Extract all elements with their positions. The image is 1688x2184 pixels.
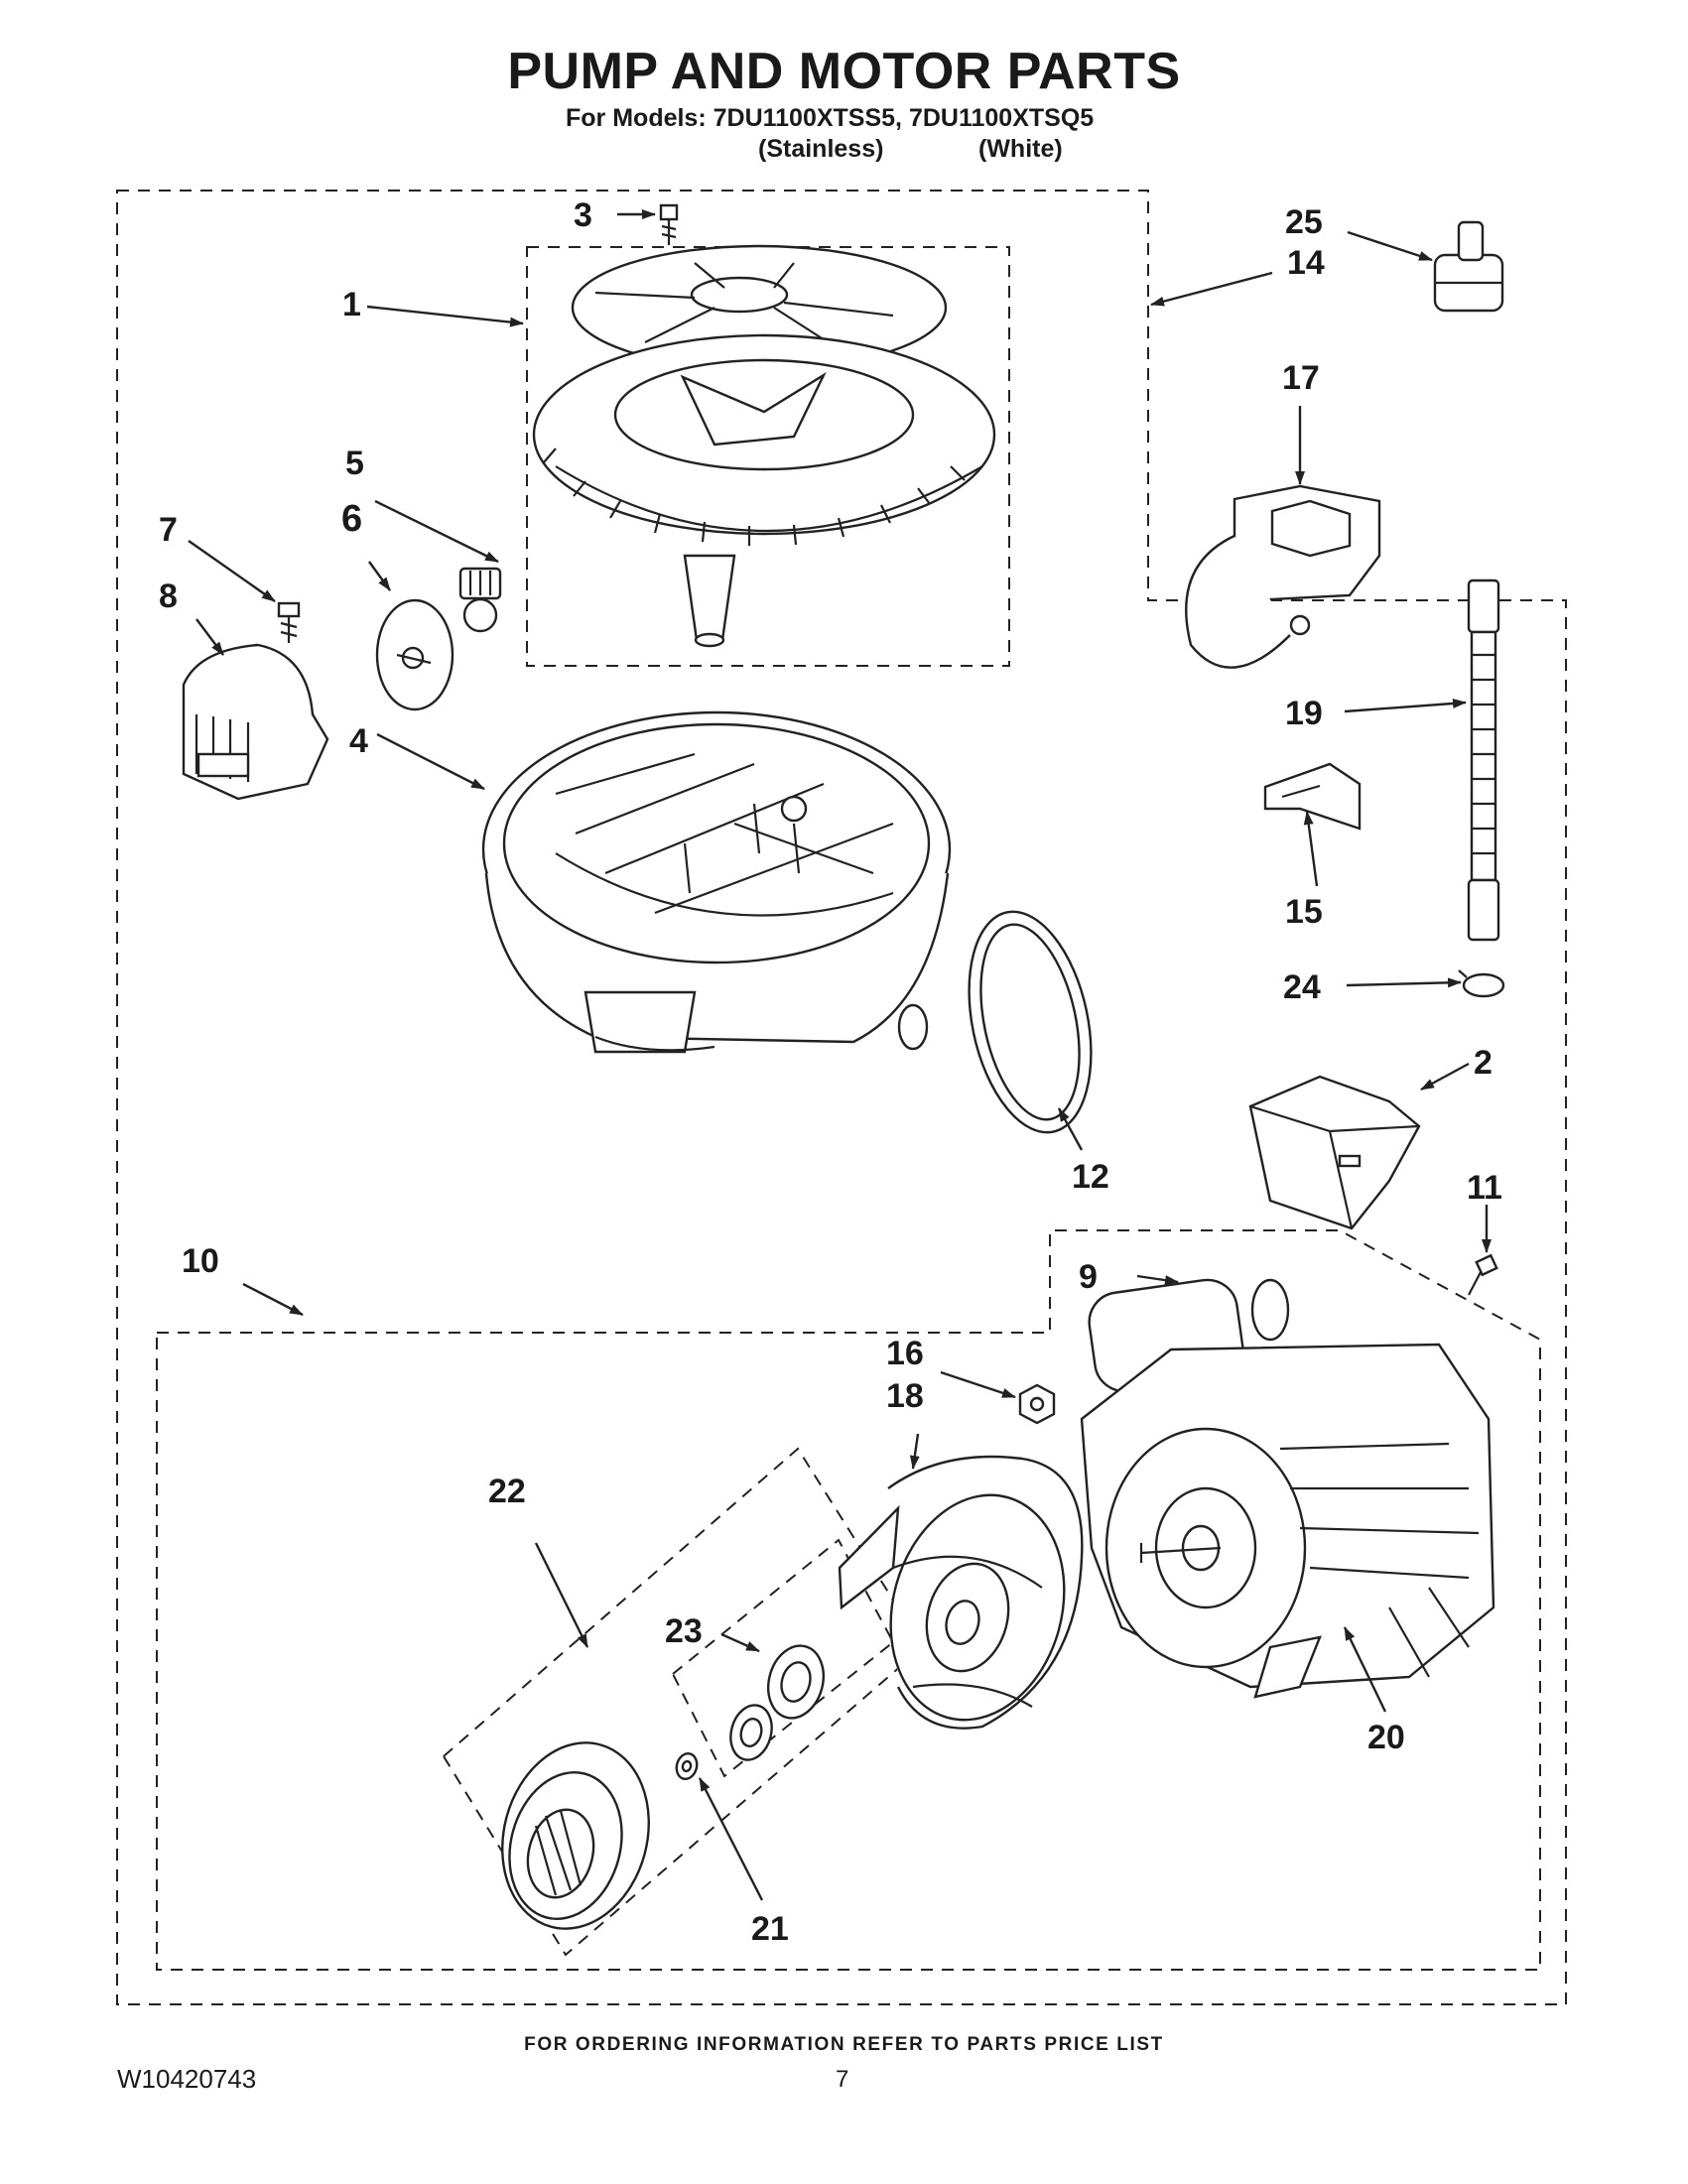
callout-14: 14 — [1287, 244, 1325, 282]
part-18-housing — [838, 1455, 1084, 1730]
part-2-component — [1248, 1075, 1421, 1230]
part-19-hose — [1467, 578, 1500, 942]
variant-stainless: (Stainless) — [758, 135, 884, 163]
part-3-screw — [659, 203, 679, 245]
part-4-sump-housing — [481, 710, 952, 1054]
callout-20: 20 — [1367, 1719, 1405, 1756]
variant-white: (White) — [978, 135, 1063, 163]
part-21-washer — [675, 1751, 699, 1781]
callout-18: 18 — [886, 1377, 924, 1415]
callout-1: 1 — [342, 286, 361, 323]
callout-9: 9 — [1079, 1258, 1098, 1296]
callout-10: 10 — [182, 1242, 219, 1280]
leader-lines — [188, 209, 1492, 1901]
callout-17: 17 — [1282, 359, 1320, 397]
model-numbers: For Models: 7DU1100XTSS5, 7DU1100XTSQ5 — [566, 104, 1095, 132]
callout-23: 23 — [665, 1612, 703, 1650]
callout-8: 8 — [159, 578, 178, 615]
page-number: 7 — [836, 2066, 849, 2093]
callout-3: 3 — [574, 196, 592, 234]
part-7-screw — [277, 601, 301, 643]
document-number: W10420743 — [117, 2064, 257, 2094]
callout-15: 15 — [1285, 893, 1323, 931]
part-5-component — [458, 567, 502, 633]
part-6-component — [375, 598, 454, 711]
callout-19: 19 — [1285, 695, 1323, 732]
callout-7: 7 — [159, 511, 178, 549]
callout-5: 5 — [345, 445, 364, 482]
callout-24: 24 — [1283, 968, 1321, 1006]
part-17-component — [1185, 484, 1381, 669]
callout-16: 16 — [886, 1335, 924, 1372]
ordering-note: FOR ORDERING INFORMATION REFER TO PARTS … — [524, 2034, 1164, 2055]
part-24-clamp — [1458, 969, 1505, 998]
callout-22: 22 — [488, 1473, 526, 1510]
callout-numbers: 3 1 25 14 17 5 6 7 8 19 4 15 24 12 2 11 … — [159, 196, 1502, 1948]
part-12-gasket — [968, 910, 1093, 1134]
callout-25: 25 — [1285, 203, 1323, 241]
callout-11: 11 — [1467, 1169, 1502, 1207]
callout-4: 4 — [349, 722, 368, 760]
page-title: PUMP AND MOTOR PARTS — [507, 43, 1181, 100]
part-11-screw — [1468, 1253, 1498, 1296]
part-15-component — [1263, 762, 1362, 831]
part-8-component — [182, 643, 329, 801]
motor-assembly-boundary — [156, 1229, 1541, 1971]
callout-6: 6 — [341, 498, 362, 540]
callout-12: 12 — [1072, 1158, 1109, 1196]
part-22-impeller — [501, 1741, 650, 1930]
assembly-boundary — [116, 190, 1567, 2005]
part-1-pump-cover — [532, 244, 996, 648]
part-23-seals — [729, 1644, 825, 1761]
part-25-component — [1433, 220, 1504, 313]
callout-21: 21 — [751, 1910, 789, 1948]
part-16-nut — [1018, 1383, 1056, 1425]
part-9-20-motor — [1080, 1278, 1495, 1699]
callout-2: 2 — [1474, 1044, 1493, 1082]
